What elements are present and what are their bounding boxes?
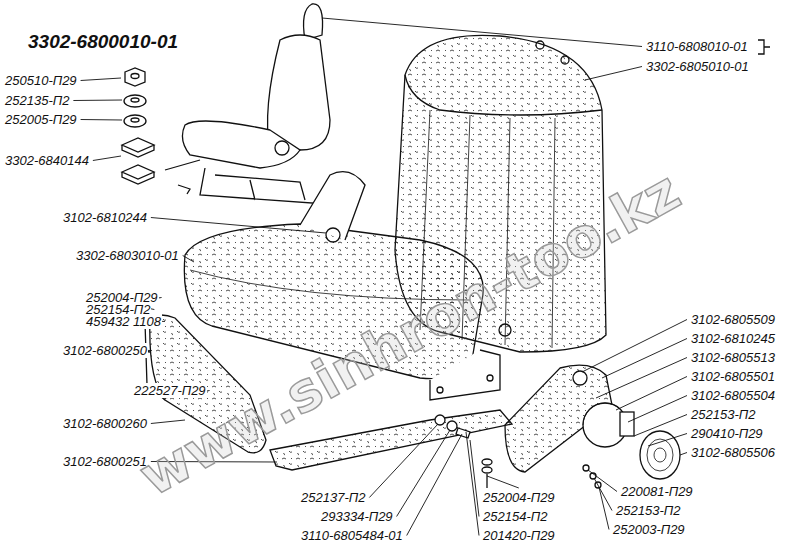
part-number: 3102-6800250 — [62, 343, 148, 358]
leader-line — [466, 432, 479, 536]
part-number: 3302-6805010-01 — [645, 59, 750, 74]
part-number: 3102-6805504 — [690, 388, 776, 403]
part-number: 459432 1108 — [85, 314, 162, 329]
part-number: 220081-П29 — [620, 484, 694, 499]
leader-line — [599, 487, 609, 530]
part-number: 252137-П2 — [300, 490, 366, 505]
part-number: 3302-6840144 — [4, 153, 90, 168]
leader-line — [470, 440, 479, 517]
part-number: 3102-6805509 — [690, 312, 776, 327]
leader-line — [183, 256, 194, 263]
part-number: 290410-П29 — [690, 426, 764, 441]
part-number: 252005-П29 — [4, 112, 78, 127]
leader-line — [397, 430, 450, 517]
part-number: 3110-6805484-01 — [300, 528, 404, 543]
part-number: 3102-6805506 — [690, 445, 776, 460]
leader-line — [151, 420, 185, 424]
drawing-title: 3302-6800010-01 — [28, 31, 178, 53]
leader-line — [93, 156, 121, 161]
leader-line — [487, 476, 519, 488]
part-number: 252135-П2 — [4, 93, 70, 108]
part-number: 3102-6810245 — [690, 331, 776, 346]
leader-line — [680, 453, 687, 456]
leader-line — [322, 18, 642, 47]
part-number: 252154-П2 — [482, 509, 548, 524]
part-number: 3102-6805513 — [690, 350, 776, 365]
part-number: 3102-6800260 — [62, 416, 148, 431]
part-number: 252153-П2 — [615, 503, 681, 518]
part-number: 3102-6805501 — [690, 369, 776, 384]
part-number: 252003-П29 — [612, 522, 686, 537]
part-number: 3102-6810244 — [62, 210, 148, 225]
leader-line — [648, 434, 687, 447]
leader-line — [616, 377, 687, 411]
leader-line — [151, 218, 326, 234]
part-number: 201420-П29 — [482, 528, 556, 543]
part-number: 3302-6803010-01 — [75, 248, 180, 263]
part-number: 252153-П2 — [690, 407, 756, 422]
part-number: 3110-6808010-01 — [645, 39, 749, 54]
leader-line — [585, 67, 642, 81]
part-number: 293334-П29 — [320, 509, 394, 524]
part-number: 222527-П29 — [133, 383, 207, 398]
part-number: 250510-П29 — [4, 73, 78, 88]
leader-line — [81, 78, 121, 81]
leader-line — [602, 339, 687, 379]
leader-line — [407, 434, 462, 536]
leader-line — [596, 358, 687, 399]
part-number: 252004-П29 — [482, 490, 556, 505]
leader-line — [369, 424, 438, 498]
leader-line — [81, 119, 122, 121]
leader-line — [73, 100, 122, 102]
leader-line — [588, 470, 617, 492]
leader-line — [634, 415, 687, 437]
